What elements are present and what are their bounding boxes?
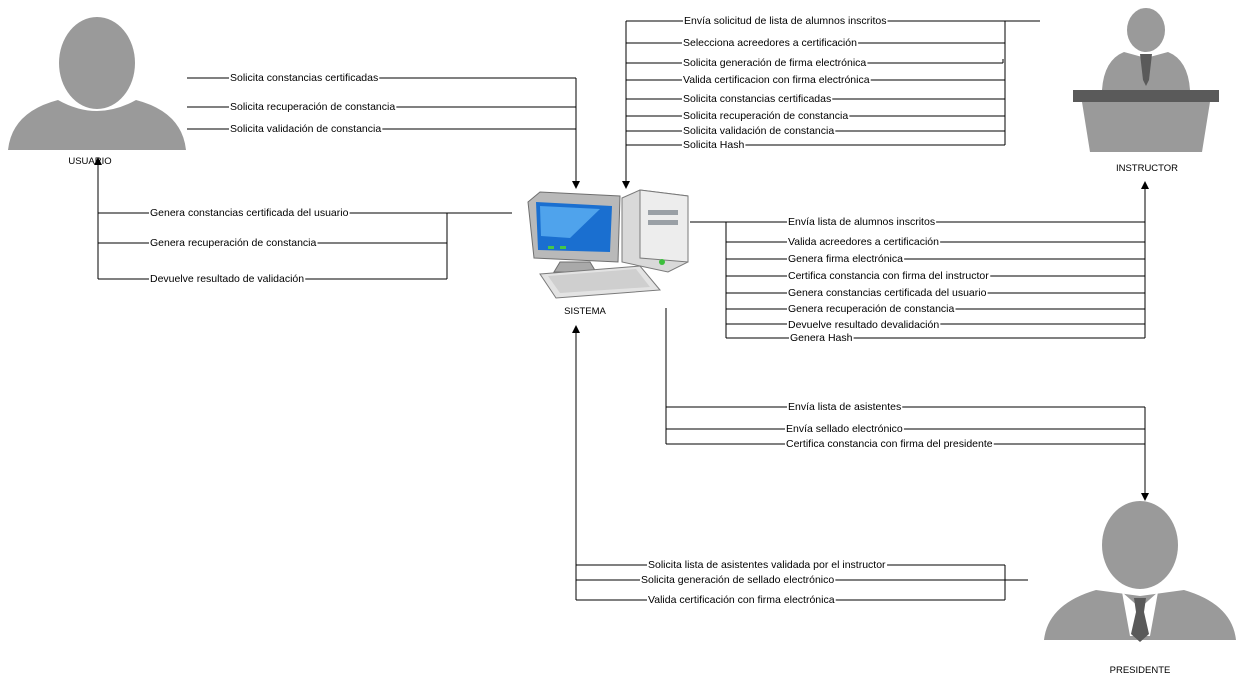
instructor-msg-5: Solicita recuperación de constancia — [683, 110, 848, 122]
instructor-label: INSTRUCTOR — [1116, 163, 1178, 174]
sistema-instructor-msg-6: Devuelve resultado devalidación — [788, 319, 939, 331]
presidente-msg-1: Solicita generación de sellado electróni… — [641, 574, 834, 586]
usuario-msg-1: Solicita recuperación de constancia — [230, 101, 395, 113]
label-backing — [787, 270, 991, 282]
label-backing — [787, 401, 903, 413]
label-backing — [789, 332, 854, 344]
sistema-label: SISTEMA — [564, 306, 606, 317]
presidente-label: PRESIDENTE — [1110, 665, 1171, 675]
sistema-presidente-msg-2: Certifica constancia con firma del presi… — [786, 438, 993, 450]
instructor-msg-0: Envía solicitud de lista de alumnos insc… — [684, 15, 887, 27]
label-backing — [682, 37, 859, 49]
label-backing — [785, 423, 904, 435]
instructor-msg-4: Solicita constancias certificadas — [683, 93, 831, 105]
label-backing — [647, 559, 888, 571]
computer-icon — [527, 189, 689, 299]
sistema-usuario-msg-1: Genera recuperación de constancia — [150, 237, 317, 249]
label-backing — [787, 303, 956, 315]
presidente-actor-icon — [1044, 501, 1236, 642]
usuario-msg-2: Solicita validación de constancia — [230, 123, 381, 135]
label-backing — [149, 237, 318, 249]
sistema-instructor-msg-5: Genera recuperación de constancia — [788, 303, 955, 315]
instructor-msg-7: Solicita Hash — [683, 139, 744, 151]
usuario-actor-icon — [8, 17, 186, 150]
label-backing — [787, 287, 988, 299]
sistema-presidente-msg-1: Envía sellado electrónico — [786, 423, 903, 435]
label-backing — [229, 123, 383, 135]
sistema-instructor-msg-1: Valida acreedores a certificación — [788, 236, 939, 248]
label-backing — [787, 253, 905, 265]
label-backing — [149, 207, 350, 219]
label-backing — [682, 110, 850, 122]
label-backing — [787, 216, 937, 228]
label-backing — [682, 57, 868, 69]
sistema-instructor-msg-7: Genera Hash — [790, 332, 853, 344]
label-backing — [149, 273, 306, 285]
label-backing — [787, 236, 941, 248]
label-backing — [229, 101, 397, 113]
sistema-usuario-msg-0: Genera constancias certificada del usuar… — [150, 207, 349, 219]
label-backing — [682, 93, 833, 105]
instructor-msg-1: Selecciona acreedores a certificación — [683, 37, 857, 49]
instructor-actor-icon — [1073, 8, 1219, 152]
instructor-msg-2: Solicita generación de firma electrónica — [683, 57, 866, 69]
instructor-msg-3: Valida certificacion con firma electróni… — [683, 74, 870, 86]
usuario-to-sistema-flow: Solicita constancias certificadas Solici… — [187, 72, 580, 189]
sistema-instructor-msg-3: Certifica constancia con firma del instr… — [788, 270, 989, 282]
sistema-presidente-msg-0: Envía lista de asistentes — [788, 401, 901, 413]
label-backing — [682, 139, 746, 151]
usuario-label: USUARIO — [68, 156, 111, 167]
label-backing — [682, 74, 871, 86]
label-backing — [229, 72, 380, 84]
sistema-usuario-msg-2: Devuelve resultado de validación — [150, 273, 304, 285]
sistema-instructor-msg-4: Genera constancias certificada del usuar… — [788, 287, 987, 299]
label-backing — [640, 574, 836, 586]
label-backing — [785, 438, 994, 450]
sistema-to-usuario-flow: Genera constancias certificada del usuar… — [94, 157, 512, 285]
sistema-to-presidente-flow: Envía lista de asistentes Envía sellado … — [665, 308, 1149, 501]
label-backing — [683, 15, 888, 27]
sistema-instructor-msg-2: Genera firma electrónica — [788, 253, 903, 265]
instructor-to-sistema-flow: Envía solicitud de lista de alumnos insc… — [622, 15, 1040, 189]
presidente-to-sistema-flow: Solicita lista de asistentes validada po… — [572, 325, 1028, 606]
usuario-msg-0: Solicita constancias certificadas — [230, 72, 378, 84]
label-backing — [682, 125, 836, 137]
label-backing — [787, 319, 941, 331]
sistema-instructor-msg-0: Envía lista de alumnos inscritos — [788, 216, 935, 228]
presidente-msg-0: Solicita lista de asistentes validada po… — [648, 559, 886, 571]
sistema-to-instructor-flow: Envía lista de alumnos inscritos Valida … — [690, 181, 1149, 344]
instructor-msg-6: Solicita validación de constancia — [683, 125, 834, 137]
presidente-msg-2: Valida certificación con firma electróni… — [648, 594, 835, 606]
label-backing — [647, 594, 836, 606]
